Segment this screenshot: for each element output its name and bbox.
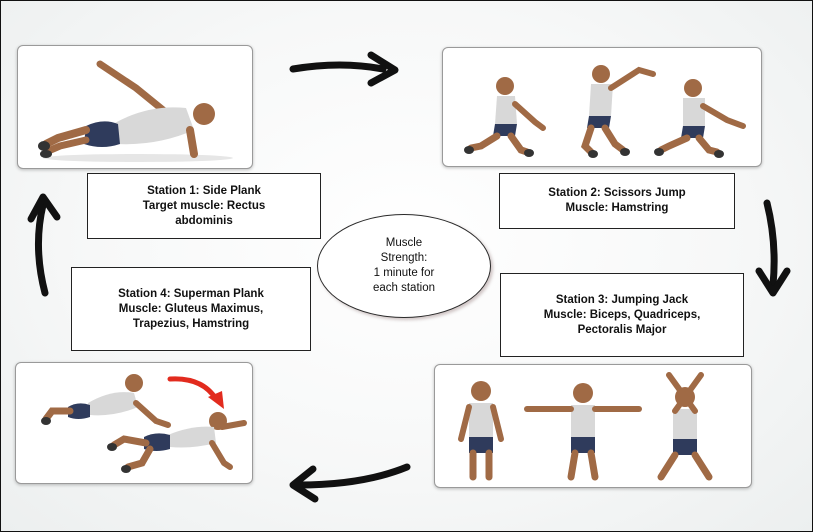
station-1-title: Station 1: Side Plank — [147, 184, 261, 197]
station-2-label: Station 2: Scissors Jump Muscle: Hamstri… — [499, 173, 735, 229]
station-2-muscle-line-1: Muscle: Hamstring — [565, 202, 669, 214]
arrow-right-icon — [289, 51, 399, 87]
station-4-muscle-line-2: Trapezius, Hamstring — [132, 317, 250, 330]
station-3-muscle-line-2: Pectoralis Major — [577, 323, 667, 336]
side-plank-figure — [38, 60, 233, 162]
station-2-image — [442, 47, 762, 167]
station-3-image — [434, 364, 752, 488]
superman-plank-figures — [41, 374, 247, 473]
station-3-label: Station 3: Jumping Jack Muscle: Biceps, … — [500, 273, 744, 357]
station-4-label: Station 4: Superman Plank Muscle: Gluteu… — [71, 267, 311, 351]
station-4-image — [15, 362, 253, 484]
scissors-jump-figures — [464, 65, 746, 158]
center-line-2: Strength: — [380, 252, 428, 264]
center-summary-circle: Muscle Strength: 1 minute for each stati… — [317, 214, 491, 318]
center-line-3: 1 minute for — [373, 267, 435, 279]
center-line-4: each station — [372, 282, 435, 294]
arrow-left-icon — [289, 463, 411, 503]
station-3-title: Station 3: Jumping Jack — [555, 293, 689, 306]
station-4-muscle-line-1: Muscle: Gluteus Maximus, — [118, 302, 264, 315]
station-2-title: Station 2: Scissors Jump — [548, 187, 686, 199]
station-1-muscle-line-2: abdominis — [175, 214, 233, 227]
station-1-muscle-line-1: Target muscle: Rectus — [142, 199, 266, 212]
station-1-image — [17, 45, 253, 169]
center-line-1: Muscle — [385, 237, 423, 249]
station-1-label: Station 1: Side Plank Target muscle: Rec… — [87, 173, 321, 239]
arrow-down-icon — [755, 199, 791, 297]
station-4-title: Station 4: Superman Plank — [118, 287, 264, 300]
jumping-jack-figures — [458, 372, 713, 481]
arrow-up-icon — [27, 193, 61, 297]
station-3-muscle-line-1: Muscle: Biceps, Quadriceps, — [543, 308, 701, 321]
